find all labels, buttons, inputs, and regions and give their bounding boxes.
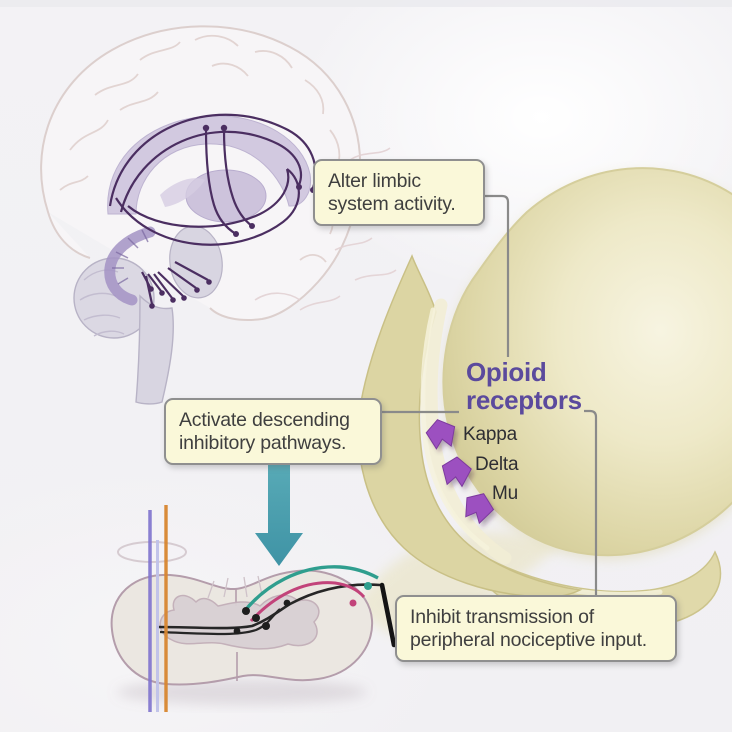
callout-limbic-text: Alter limbic system activity. [328,170,456,215]
pathway-terminal-dots [148,124,316,309]
crimson-fiber-dot [349,599,357,607]
hippocampus-stripes [112,229,149,285]
spinal-cord-section [110,505,397,712]
receptor-label-kappa: Kappa [463,424,517,445]
callout-inhibit-text: Inhibit transmission of peripheral nocic… [410,606,648,651]
afferent-fibers [156,565,381,636]
teal-fiber-dot [364,582,372,590]
inhibition-slash-icon [379,582,397,648]
callout-inhibit: Inhibit transmission of peripheral nocic… [395,595,677,663]
postsynaptic-neuron [442,167,732,557]
cord-shadow [117,679,367,705]
opioid-receptors-title: Opioid receptors [466,357,582,415]
cord-gray-matter [159,594,320,650]
connector-receptors-to-inhibit [584,409,598,595]
limbic-pathways [108,113,317,305]
callout-descending-text: Activate descending inhibitory pathways. [179,409,350,454]
synaptic-cleft-cream-band [424,298,512,565]
brain-illustration [40,25,399,405]
crimson-fiber [249,581,366,623]
corpus-callosum [107,115,312,215]
septum [160,178,205,207]
brainstem [135,294,174,405]
callout-descending: Activate descending inhibitory pathways. [164,398,382,466]
synapse-dots [233,582,372,635]
membrane-inner-highlight [420,307,490,551]
tract-ring [117,541,187,563]
receptor-label-delta: Delta [475,454,519,475]
descending-arrow-icon [255,455,303,566]
receptor-label-mu: Mu [492,483,518,504]
callout-connectors [381,194,598,595]
callout-limbic: Alter limbic system activity. [313,159,485,227]
thalamus [185,169,267,223]
connector-limbic-to-receptors [483,194,510,357]
teal-fiber [241,565,379,615]
hippocampus-curl [104,226,156,306]
dorsal-column-lines [207,575,263,599]
black-interneuron-branch [159,608,281,636]
cortex-gyri-lines [59,34,341,263]
